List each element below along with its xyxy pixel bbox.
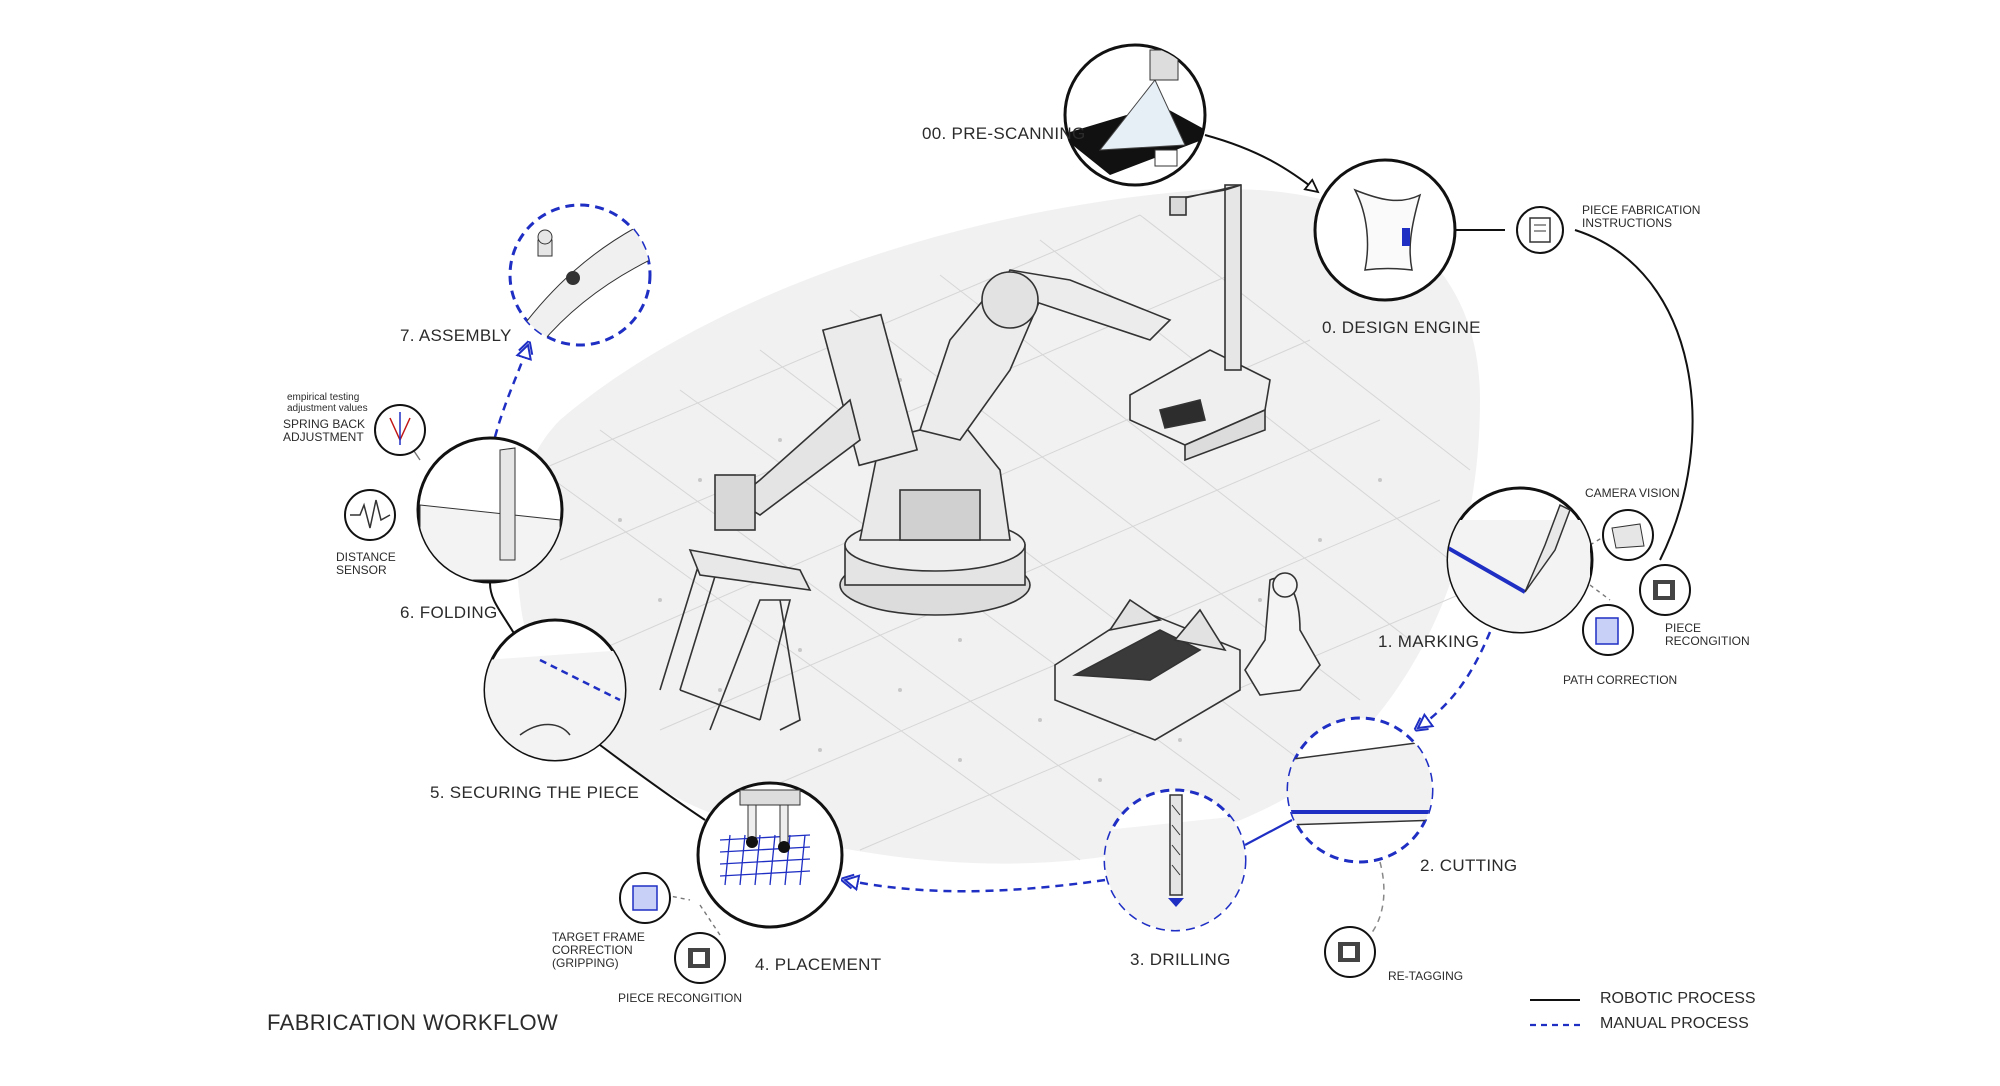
step-circle-design-engine [1313,158,1457,302]
label-step-assembly: 7. ASSEMBLY [400,326,512,345]
label-step-placement: 4. PLACEMENT [755,955,882,974]
connector-cutting-to-drilling [1244,819,1293,846]
path-correction-icon [1582,604,1634,656]
label-step-marking: 1. MARKING [1378,632,1480,651]
label-piece-recognition-bottom: PIECE RECONGITION [618,991,743,1005]
step-circle-prescanning [1063,43,1207,187]
label-spring-back: SPRING BACK ADJUSTMENT [283,418,365,444]
label-line: RECONGITION [1665,634,1750,648]
connector-drilling-to-placement [845,880,1106,893]
label-step-design-engine: 0. DESIGN ENGINE [1322,318,1481,337]
label-path-correction: PATH CORRECTION [1563,673,1678,687]
label-line: CORRECTION [552,943,633,957]
label-camera-vision: CAMERA VISION [1585,486,1680,500]
step-circle-assembly [508,203,652,347]
connector-placement-to-securing [599,744,706,821]
label-step-prescanning: 00. PRE-SCANNING [922,124,1086,143]
connector-securing-to-folding [489,582,516,636]
legend-robotic-label: ROBOTIC PROCESS [1600,990,1756,1007]
connector-folding-to-assembly [493,345,528,438]
target-frame-correction-icon [619,872,671,924]
label-line: PIECE FABRICATION [1582,203,1701,217]
connector-instructions-to-marking [1574,229,1694,561]
pallet-and-worker [1054,572,1321,741]
connector-prescan-to-design [1204,134,1320,194]
work-table [1129,184,1271,462]
connector-marking-to-cutting [1418,631,1492,728]
label-line: (GRIPPING) [552,956,619,970]
label-line: PIECE [1665,621,1702,635]
step-circle-folding [416,436,564,584]
robot-arm [714,269,1172,616]
step-circle-placement [696,781,844,929]
label-piece-recognition-right: PIECE RECONGITION [1665,622,1750,648]
distance-sensor-icon [344,489,396,541]
step-circle-marking [1446,486,1594,634]
diagram-title: FABRICATION WORKFLOW [267,1010,559,1035]
legend-manual-label: MANUAL PROCESS [1600,1015,1749,1032]
step-circle-drilling [1103,788,1247,932]
label-target-frame-correction: TARGET FRAME CORRECTION (GRIPPING) [552,931,645,970]
piece-recognition-icon-right [1639,564,1691,616]
camera-vision-icon [1602,509,1654,561]
label-line: SPRING BACK [283,417,366,431]
re-tagging-icon [1324,926,1376,978]
label-step-cutting: 2. CUTTING [1420,856,1518,875]
label-line: INSTRUCTIONS [1582,216,1672,230]
step-circle-securing [483,618,627,762]
label-line: ADJUSTMENT [283,430,364,444]
label-line: adjustment values [287,403,368,414]
label-line: TARGET FRAME [552,930,645,944]
label-step-securing: 5. SECURING THE PIECE [430,783,640,802]
spring-back-icon [374,404,426,456]
label-line: empirical testing [287,392,360,403]
instructions-icon [1516,206,1564,254]
label-re-tagging: RE-TAGGING [1388,969,1464,983]
label-line: SENSOR [336,563,387,577]
piece-recognition-icon-bottom [674,932,726,984]
label-piece-fabrication-instructions: PIECE FABRICATION INSTRUCTIONS [1582,204,1700,230]
label-line: DISTANCE [336,550,396,564]
label-empirical-testing: empirical testing adjustment values [287,392,368,414]
forming-frame [659,548,812,731]
label-distance-sensor: DISTANCE SENSOR [336,551,396,577]
label-step-folding: 6. FOLDING [400,603,498,622]
label-step-drilling: 3. DRILLING [1130,950,1231,969]
step-circle-cutting [1286,716,1434,864]
